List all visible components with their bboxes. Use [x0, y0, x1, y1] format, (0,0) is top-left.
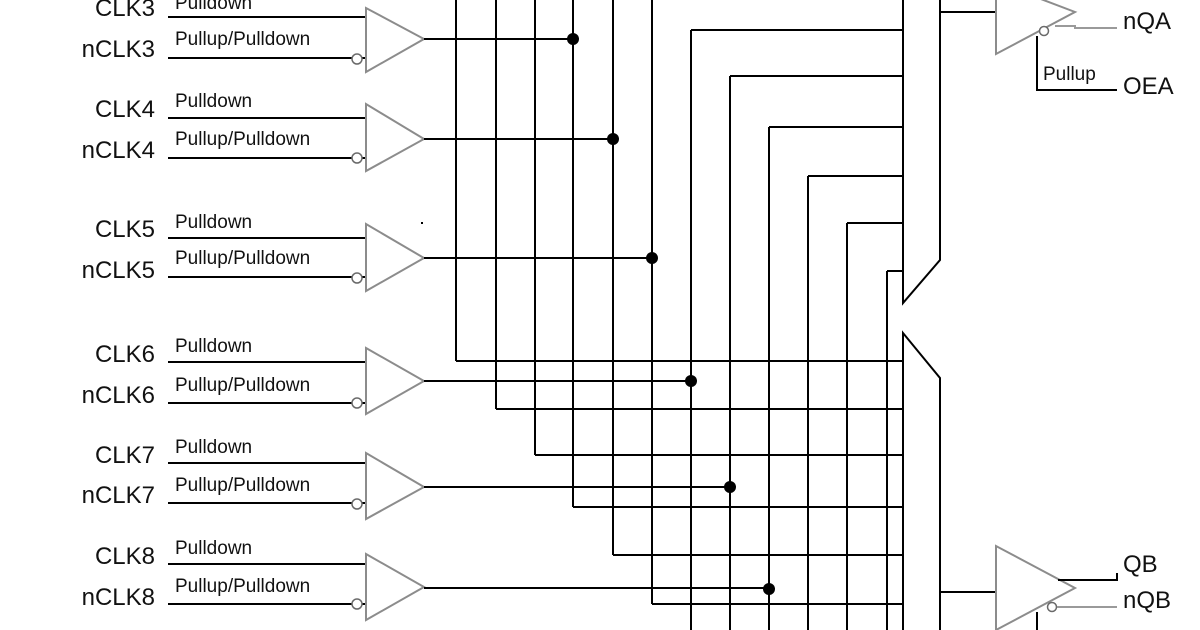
clk-resistor-label: Pulldown — [175, 0, 252, 14]
junction-dot — [763, 583, 775, 595]
horizontal-bus-wires — [456, 29, 903, 605]
clk-resistor-label: Pulldown — [175, 336, 252, 357]
junction-dot — [724, 481, 736, 493]
nclk-resistor-label: Pullup/Pulldown — [175, 248, 310, 269]
nclk-resistor-label: Pullup/Pulldown — [175, 475, 310, 496]
inversion-bubble — [351, 152, 363, 164]
junction-dot — [685, 375, 697, 387]
clk-pin-label: CLK7 — [95, 442, 155, 469]
nqa-pin-label: nQA — [1123, 8, 1171, 35]
inversion-bubble — [1046, 601, 1058, 613]
nclk-pin-label: nCLK8 — [82, 584, 155, 611]
input-channel-clk5: CLK5 nCLK5 Pulldown Pullup/Pulldown — [82, 212, 426, 293]
clk-resistor-label: Pulldown — [175, 91, 252, 112]
output-buffer-b: QB nQB — [995, 544, 1171, 630]
oea-pin-label: OEA — [1123, 73, 1174, 100]
input-buffer-symbol — [365, 102, 426, 173]
inversion-bubble — [351, 397, 363, 409]
stray-mark — [421, 222, 423, 224]
input-buffer-symbol — [365, 222, 426, 293]
nclk-resistor-label: Pullup/Pulldown — [175, 29, 310, 50]
output-buffer-symbol — [995, 544, 1078, 630]
input-channel-clk4: CLK4 nCLK4 Pulldown Pullup/Pulldown — [82, 91, 426, 173]
input-channel-clk8: CLK8 nCLK8 Pulldown Pullup/Pulldown — [82, 538, 427, 622]
nclk-resistor-label: Pullup/Pulldown — [175, 375, 310, 396]
input-channel-clk7: CLK7 nCLK7 Pulldown Pullup/Pulldown — [82, 437, 427, 521]
inversion-bubble — [351, 498, 363, 510]
nclk-pin-label: nCLK5 — [82, 257, 155, 284]
junction-dot — [646, 252, 658, 264]
clk-pin-label: CLK6 — [95, 341, 155, 368]
input-channel-clk3: CLK3 nCLK3 Pulldown Pullup/Pulldown — [82, 0, 427, 74]
output-buffer-symbol — [995, 0, 1078, 56]
inversion-bubble — [351, 598, 363, 610]
inversion-bubble — [351, 272, 363, 284]
input-channel-clk6: CLK6 nCLK6 Pulldown Pullup/Pulldown — [82, 336, 427, 416]
nclk-pin-label: nCLK7 — [82, 482, 155, 509]
input-buffer-symbol — [365, 552, 427, 622]
vertical-bus-wires — [455, 0, 888, 630]
clk-pin-label: CLK4 — [95, 96, 155, 123]
clk-resistor-label: Pulldown — [175, 437, 252, 458]
qb-pin-label: QB — [1123, 551, 1158, 578]
oea-resistor-label: Pullup — [1043, 64, 1096, 85]
junction-dots — [567, 33, 775, 595]
input-buffer-symbol — [365, 6, 427, 74]
nclk-pin-label: nCLK6 — [82, 382, 155, 409]
input-buffer-symbol — [365, 346, 427, 416]
nqa-output-line — [1055, 25, 1117, 29]
junction-dot — [567, 33, 579, 45]
nclk-pin-label: nCLK4 — [82, 137, 155, 164]
clk-pin-label: CLK3 — [95, 0, 155, 22]
multiplexer-a — [902, 0, 996, 306]
multiplexer-b — [902, 330, 996, 630]
clk-resistor-label: Pulldown — [175, 538, 252, 559]
clk-pin-label: CLK5 — [95, 216, 155, 243]
clk-pin-label: CLK8 — [95, 543, 155, 570]
oea-line — [1036, 36, 1117, 91]
input-buffer-symbol — [365, 451, 427, 521]
nclk-resistor-label: Pullup/Pulldown — [175, 129, 310, 150]
clk-resistor-label: Pulldown — [175, 212, 252, 233]
junction-dot — [607, 133, 619, 145]
qb-output-line — [1058, 573, 1118, 581]
enable-bubble — [1038, 25, 1050, 37]
buffer-output-lines — [424, 38, 769, 589]
inversion-bubble — [351, 53, 363, 65]
nclk-resistor-label: Pullup/Pulldown — [175, 576, 310, 597]
output-buffer-a: nQA Pullup OEA — [995, 0, 1174, 100]
nclk-pin-label: nCLK3 — [82, 36, 155, 63]
nqb-pin-label: nQB — [1123, 587, 1171, 614]
